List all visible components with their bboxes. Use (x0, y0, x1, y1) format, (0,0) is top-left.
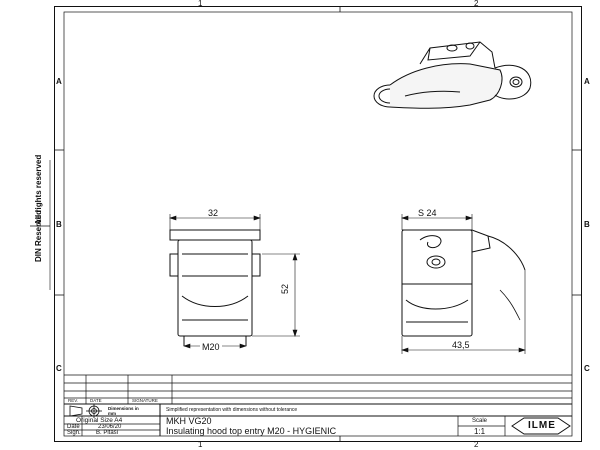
iso-view (373, 41, 532, 109)
title-block-grid (64, 374, 572, 436)
sign-label: Sign. (67, 430, 81, 436)
rev-header: REV. (68, 398, 79, 403)
dim-width: 32 (208, 208, 219, 218)
note-text: Simplified representation with dimension… (166, 407, 298, 413)
scale-value: 1:1 (474, 427, 486, 436)
dim-height: 52 (280, 283, 290, 294)
zone-bottom-1: 1 (198, 440, 203, 449)
original-size: Original Size A4 (76, 417, 123, 424)
dim-sw: S 24 (418, 208, 437, 218)
dims-label: Dimensions in mm (108, 406, 139, 416)
logo-text: ILME (528, 420, 556, 431)
front-view (169, 229, 261, 346)
side-view (401, 229, 526, 337)
zone-right-a: A (584, 77, 590, 86)
description: Insulating hood top entry M20 - HYGIENIC (166, 426, 337, 436)
part-code: MKH VG20 (166, 416, 212, 426)
zone-top-2: 2 (474, 0, 479, 8)
zone-left-c: C (56, 364, 62, 373)
dim-length: 43,5 (452, 340, 470, 350)
zone-right-b: B (584, 220, 590, 229)
sign-value: B. Pitasi (96, 430, 119, 436)
date-header: DATE (90, 398, 102, 403)
zone-top-1: 1 (198, 0, 203, 8)
projection-symbol-icon (69, 404, 102, 418)
ilme-logo (511, 417, 571, 435)
zone-bottom-2: 2 (474, 440, 479, 449)
dim-thread: M20 (200, 342, 222, 352)
zone-left-b: B (56, 220, 62, 229)
drawing-frame (54, 6, 582, 442)
date-value: 23/06/20 (98, 424, 122, 430)
scale-label: Scale (472, 418, 488, 424)
zone-right-c: C (584, 364, 590, 373)
signature-header: SIGNATURE (132, 398, 158, 403)
date-label: Date (67, 424, 80, 430)
zone-left-a: A (56, 77, 62, 86)
